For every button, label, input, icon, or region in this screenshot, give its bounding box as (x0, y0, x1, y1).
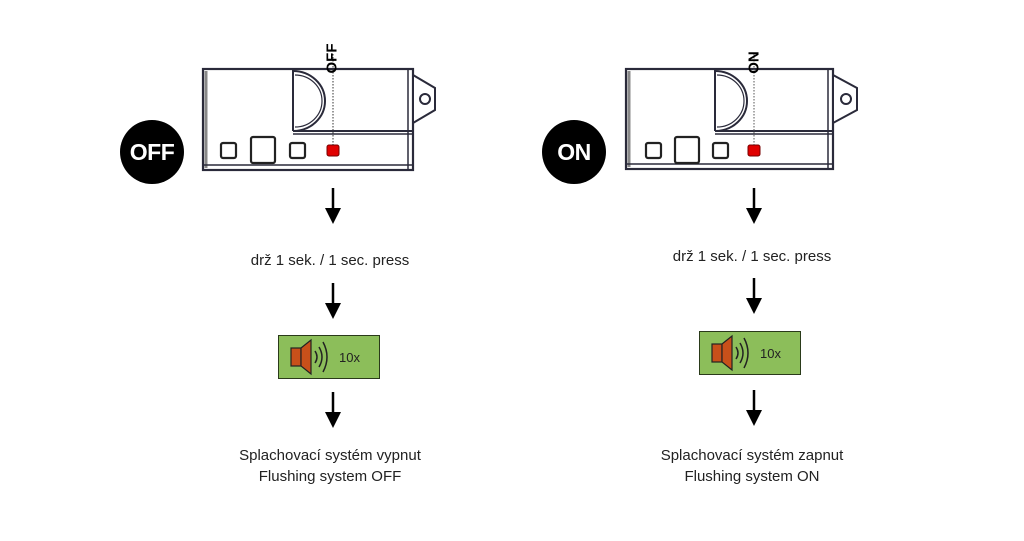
arrow-down-icon (325, 283, 341, 319)
red-led-button[interactable] (747, 144, 761, 157)
button-small-1[interactable] (644, 141, 663, 160)
indicator-label: OFF (323, 43, 341, 74)
unit-body (201, 67, 415, 172)
arrow-down-icon (746, 390, 762, 426)
result-line-czech: Splachovací systém zapnut (660, 447, 844, 464)
dome-cover (714, 70, 748, 132)
panel-on: ON ON drž 1 sek. / 1 sec. press 10x Spla… (530, 0, 950, 541)
arrow-down-icon (325, 188, 341, 224)
panel-off: OFF OFF drž 1 sek. / 1 sec. press 10x Sp… (110, 0, 530, 541)
arrow-down-icon (746, 188, 762, 224)
indicator-label: ON (745, 51, 763, 74)
state-badge: OFF (120, 120, 184, 184)
beep-count: 10x (339, 349, 360, 365)
button-small-1[interactable] (219, 141, 238, 160)
button-small-2[interactable] (711, 141, 730, 160)
sound-signal-box: 10x (278, 335, 380, 379)
control-unit-diagram (624, 54, 858, 171)
state-badge: ON (542, 120, 606, 184)
dome-cover (292, 70, 326, 132)
result-text: Splachovací systém vypnut Flushing syste… (200, 445, 460, 487)
arrow-down-icon (325, 392, 341, 428)
red-led-button[interactable] (326, 144, 340, 157)
step-instruction: drž 1 sek. / 1 sec. press (250, 252, 410, 269)
button-large[interactable] (249, 135, 277, 165)
result-line-english: Flushing system OFF (258, 468, 402, 485)
beep-count: 10x (760, 345, 781, 361)
sound-signal-box: 10x (699, 331, 801, 375)
arrow-down-icon (746, 278, 762, 314)
mounting-hole (840, 93, 852, 105)
button-small-2[interactable] (288, 141, 307, 160)
result-text: Splachovací systém zapnut Flushing syste… (622, 445, 882, 487)
step-instruction: drž 1 sek. / 1 sec. press (672, 248, 832, 265)
control-unit-diagram (201, 54, 436, 172)
button-large[interactable] (673, 135, 701, 165)
mounting-hole (419, 93, 431, 105)
speaker-icon (711, 334, 749, 372)
speaker-icon (290, 338, 328, 376)
result-line-czech: Splachovací systém vypnut (239, 447, 421, 464)
result-line-english: Flushing system ON (684, 468, 820, 485)
